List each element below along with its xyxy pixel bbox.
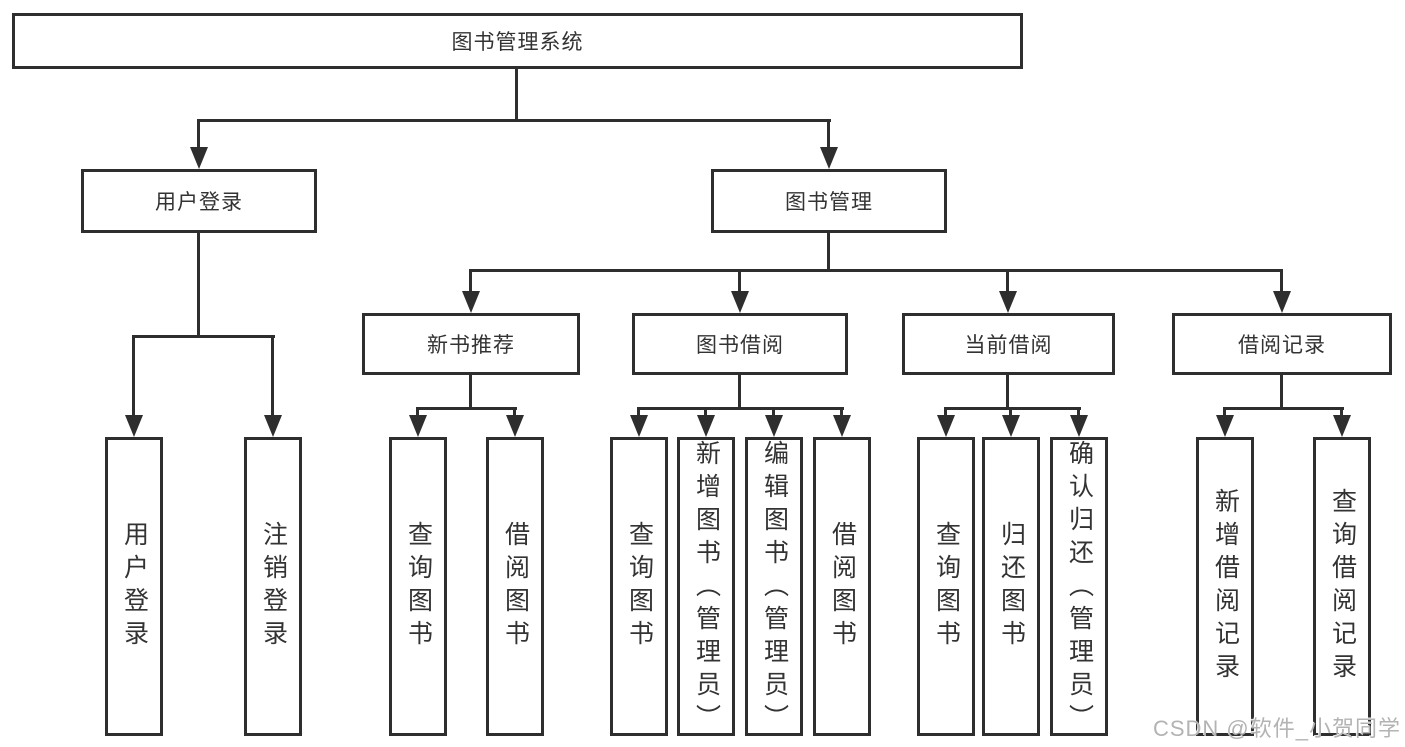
- node-new-book-recommend: 新书推荐: [362, 313, 580, 375]
- connector-line: [704, 407, 707, 415]
- connector-line: [515, 69, 518, 119]
- connector-line: [738, 375, 741, 407]
- connector-line: [1340, 407, 1343, 415]
- leaf-newrec-query-books-label: 查询图书: [404, 520, 433, 653]
- leaf-newrec-borrow-books: 借阅图书: [486, 437, 544, 736]
- connector-line: [637, 407, 844, 410]
- node-book-borrowing: 图书借阅: [632, 313, 848, 375]
- arrow-down-icon: [697, 415, 715, 437]
- arrow-down-icon: [765, 415, 783, 437]
- node-current-borrowing-label: 当前借阅: [964, 334, 1053, 357]
- connector-line: [197, 119, 200, 147]
- arrow-down-icon: [506, 415, 524, 437]
- leaf-newrec-borrow-books-label: 借阅图书: [501, 520, 530, 653]
- leaf-borrowing-edit-books-admin: 编辑图书（管理员）: [745, 437, 803, 737]
- connector-line: [1006, 375, 1009, 407]
- node-root: 图书管理系统: [12, 13, 1023, 69]
- node-root-label: 图书管理系统: [451, 31, 584, 54]
- connector-line: [416, 407, 419, 415]
- arrow-down-icon: [190, 147, 208, 169]
- arrow-down-icon: [833, 415, 851, 437]
- leaf-current-query-books-label: 查询图书: [932, 520, 961, 653]
- leaf-borrowing-edit-books-admin-label: 编辑图书（管理员）: [760, 440, 789, 737]
- leaf-borrowing-query-books: 查询图书: [610, 437, 668, 736]
- connector-line: [1077, 407, 1080, 415]
- connector-line: [827, 233, 830, 269]
- connector-line: [469, 375, 472, 407]
- connector-line: [513, 407, 516, 415]
- connector-line: [944, 407, 947, 415]
- arrow-down-icon: [1002, 415, 1020, 437]
- arrow-down-icon: [937, 415, 955, 437]
- connector-line: [1009, 407, 1012, 415]
- leaf-borrowing-borrow-books: 借阅图书: [813, 437, 871, 736]
- leaf-records-query-record-label: 查询借阅记录: [1328, 487, 1357, 686]
- leaf-logout-login-label: 注销登录: [259, 520, 288, 653]
- leaf-borrowing-add-books-admin-label: 新增图书（管理员）: [692, 440, 721, 737]
- arrow-down-icon: [1273, 291, 1291, 313]
- connector-line: [637, 407, 640, 415]
- arrow-down-icon: [1333, 415, 1351, 437]
- connector-line: [1223, 407, 1226, 415]
- arrow-down-icon: [1070, 415, 1088, 437]
- arrow-down-icon: [409, 415, 427, 437]
- connector-line: [469, 269, 1283, 272]
- arrow-down-icon: [125, 415, 143, 437]
- node-book-management: 图书管理: [711, 169, 947, 233]
- arrow-down-icon: [999, 291, 1017, 313]
- connector-line: [840, 407, 843, 415]
- leaf-current-return-books-label: 归还图书: [997, 520, 1026, 653]
- connector-line: [1223, 407, 1344, 410]
- leaf-user-login: 用户登录: [105, 437, 163, 736]
- node-borrow-records: 借阅记录: [1172, 313, 1392, 375]
- arrow-down-icon: [820, 147, 838, 169]
- leaf-records-query-record: 查询借阅记录: [1313, 437, 1371, 736]
- connector-line: [469, 269, 472, 291]
- connector-line: [197, 119, 831, 122]
- leaf-records-add-record: 新增借阅记录: [1196, 437, 1254, 736]
- leaf-user-login-label: 用户登录: [120, 520, 149, 653]
- node-borrow-records-label: 借阅记录: [1238, 334, 1326, 357]
- node-book-management-label: 图书管理: [785, 191, 873, 214]
- arrow-down-icon: [630, 415, 648, 437]
- node-user-login: 用户登录: [81, 169, 317, 233]
- connector-line: [271, 335, 274, 415]
- arrow-down-icon: [264, 415, 282, 437]
- node-current-borrowing: 当前借阅: [902, 313, 1115, 375]
- node-new-book-recommend-label: 新书推荐: [427, 334, 515, 357]
- connector-line: [827, 119, 830, 147]
- leaf-current-return-books: 归还图书: [982, 437, 1040, 736]
- leaf-logout-login: 注销登录: [244, 437, 302, 736]
- leaf-borrowing-borrow-books-label: 借阅图书: [828, 520, 857, 653]
- connector-line: [1280, 375, 1283, 407]
- connector-line: [1006, 269, 1009, 291]
- leaf-current-confirm-return-admin: 确认归还（管理员）: [1050, 437, 1108, 737]
- leaf-records-add-record-label: 新增借阅记录: [1211, 487, 1240, 686]
- connector-line: [197, 233, 200, 335]
- node-book-borrowing-label: 图书借阅: [696, 334, 784, 357]
- leaf-borrowing-add-books-admin: 新增图书（管理员）: [677, 437, 735, 737]
- connector-line: [132, 335, 275, 338]
- arrow-down-icon: [462, 291, 480, 313]
- leaf-current-query-books: 查询图书: [917, 437, 975, 736]
- connector-line: [738, 269, 741, 291]
- connector-line: [416, 407, 517, 410]
- leaf-current-confirm-return-admin-label: 确认归还（管理员）: [1065, 440, 1094, 737]
- leaf-borrowing-query-books-label: 查询图书: [625, 520, 654, 653]
- connector-line: [944, 407, 1081, 410]
- arrow-down-icon: [731, 291, 749, 313]
- node-user-login-label: 用户登录: [155, 191, 243, 214]
- connector-line: [1280, 269, 1283, 291]
- connector-line: [132, 335, 135, 415]
- leaf-newrec-query-books: 查询图书: [389, 437, 447, 736]
- csdn-watermark: CSDN @软件_小贺同学: [1152, 716, 1401, 741]
- connector-line: [772, 407, 775, 415]
- arrow-down-icon: [1216, 415, 1234, 437]
